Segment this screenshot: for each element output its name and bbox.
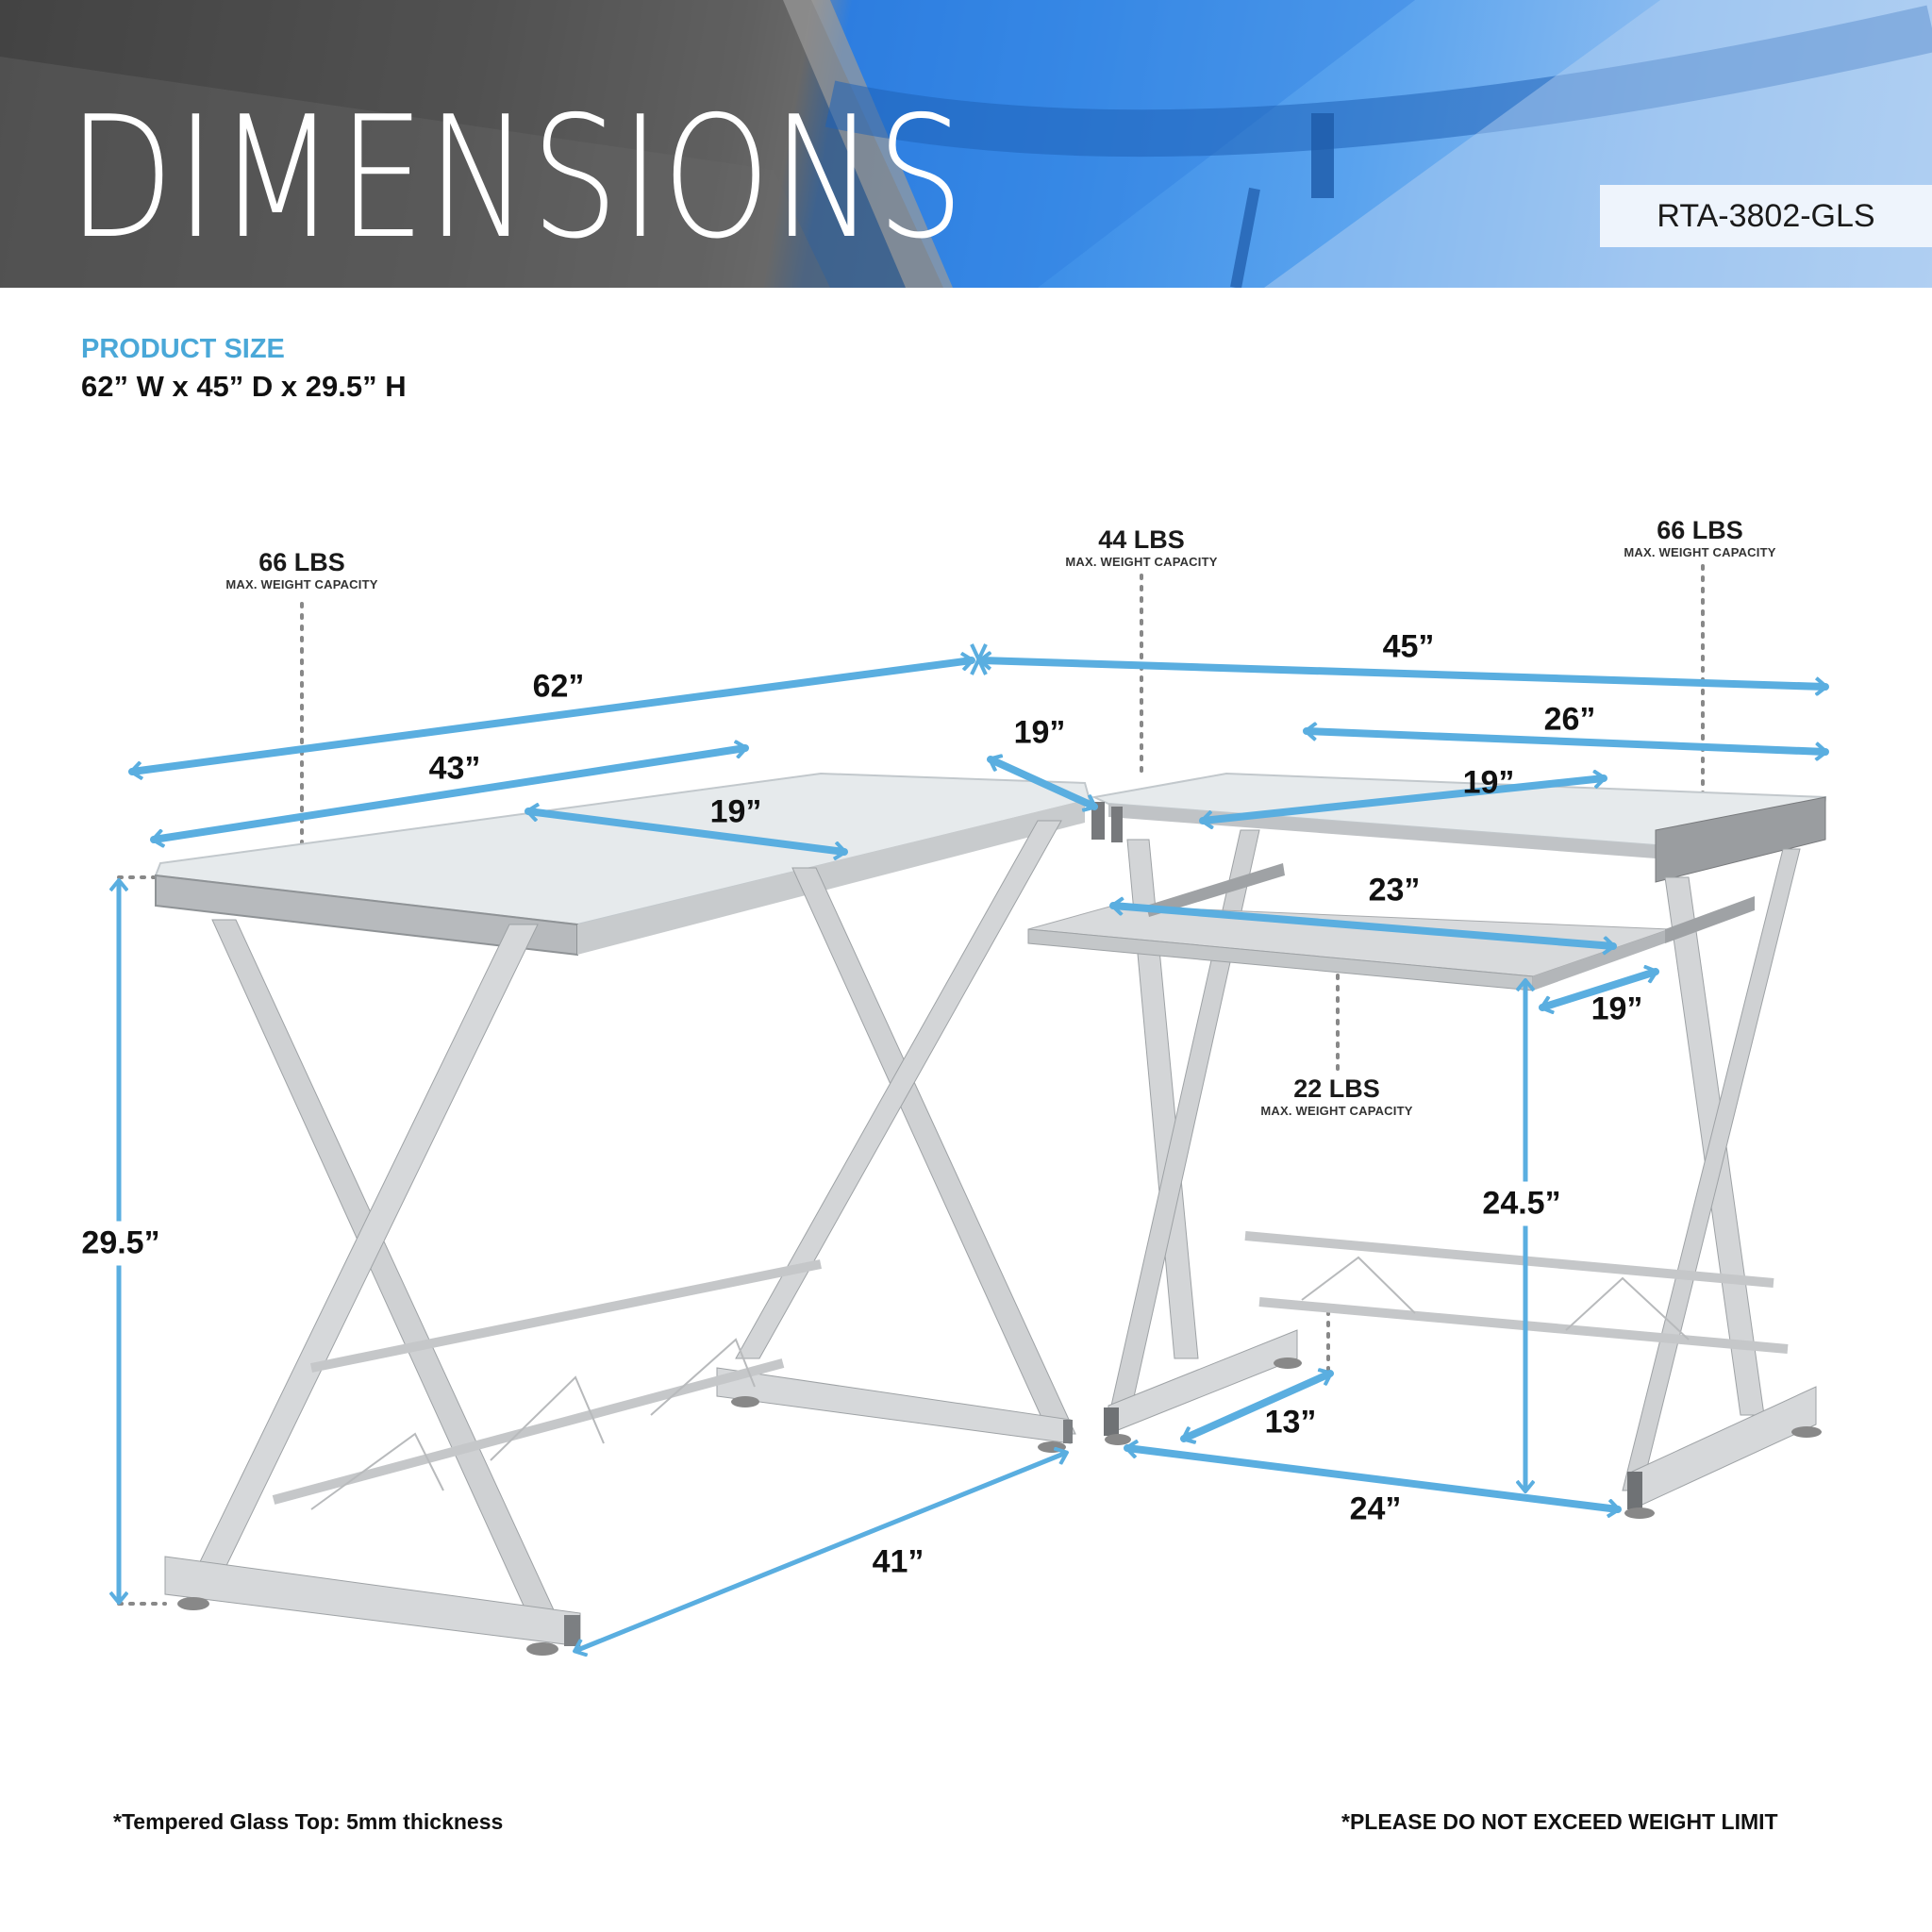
weight-caption: MAX. WEIGHT CAPACITY — [225, 576, 378, 591]
weight-caption: MAX. WEIGHT CAPACITY — [1260, 1103, 1413, 1118]
dim-tray-width: 23” — [1368, 872, 1421, 908]
left-desk — [154, 772, 1091, 1656]
weight-value: 22 LBS — [1293, 1074, 1380, 1103]
product-size-value: 62” W x 45” D x 29.5” H — [81, 370, 407, 403]
note-glass-thickness: *Tempered Glass Top: 5mm thickness — [113, 1809, 504, 1834]
header-banner: DIMENSIONS RTA-3802-GLS — [0, 0, 1932, 288]
note-weight-limit: *PLEASE DO NOT EXCEED WEIGHT LIMIT — [1341, 1809, 1778, 1834]
weight-label-right-top: 66 LBS MAX. WEIGHT CAPACITY — [1624, 516, 1776, 559]
model-number: RTA-3802-GLS — [1657, 197, 1875, 234]
weight-value: 66 LBS — [258, 548, 345, 576]
dim-left-top-depth: 19” — [709, 793, 762, 830]
dimension-arrows — [119, 660, 1829, 1651]
dim-right-top-depth: 19” — [1462, 764, 1515, 801]
dim-left-top-length: 43” — [428, 750, 481, 787]
dim-left-base-length: 41” — [872, 1543, 924, 1580]
junction-mark — [970, 643, 988, 675]
dim-tray-depth: 19” — [1591, 991, 1643, 1027]
product-size-label: PRODUCT SIZE — [81, 334, 285, 364]
dim-right-top-length: 26” — [1543, 701, 1596, 738]
weight-label-left-top: 66 LBS MAX. WEIGHT CAPACITY — [225, 548, 378, 591]
dim-height: 29.5” — [81, 1221, 160, 1266]
weight-caption: MAX. WEIGHT CAPACITY — [1065, 554, 1218, 569]
model-number-badge: RTA-3802-GLS — [1600, 185, 1932, 247]
dim-tray-height: 24.5” — [1482, 1181, 1561, 1226]
dim-total-depth: 45” — [1382, 628, 1435, 665]
page-title: DIMENSIONS — [68, 80, 966, 275]
weight-value: 44 LBS — [1098, 525, 1185, 554]
right-desk — [1027, 772, 1827, 1519]
dim-total-width: 62” — [532, 668, 585, 705]
weight-caption: MAX. WEIGHT CAPACITY — [1624, 544, 1776, 559]
dim-leg-clearance: 13” — [1264, 1404, 1317, 1441]
dim-corner-depth: 19” — [1013, 714, 1066, 751]
dim-right-base-width: 24” — [1349, 1491, 1402, 1527]
weight-label-corner: 44 LBS MAX. WEIGHT CAPACITY — [1065, 525, 1218, 569]
weight-value: 66 LBS — [1657, 516, 1743, 544]
weight-label-keyboard-tray: 22 LBS MAX. WEIGHT CAPACITY — [1260, 1074, 1413, 1118]
